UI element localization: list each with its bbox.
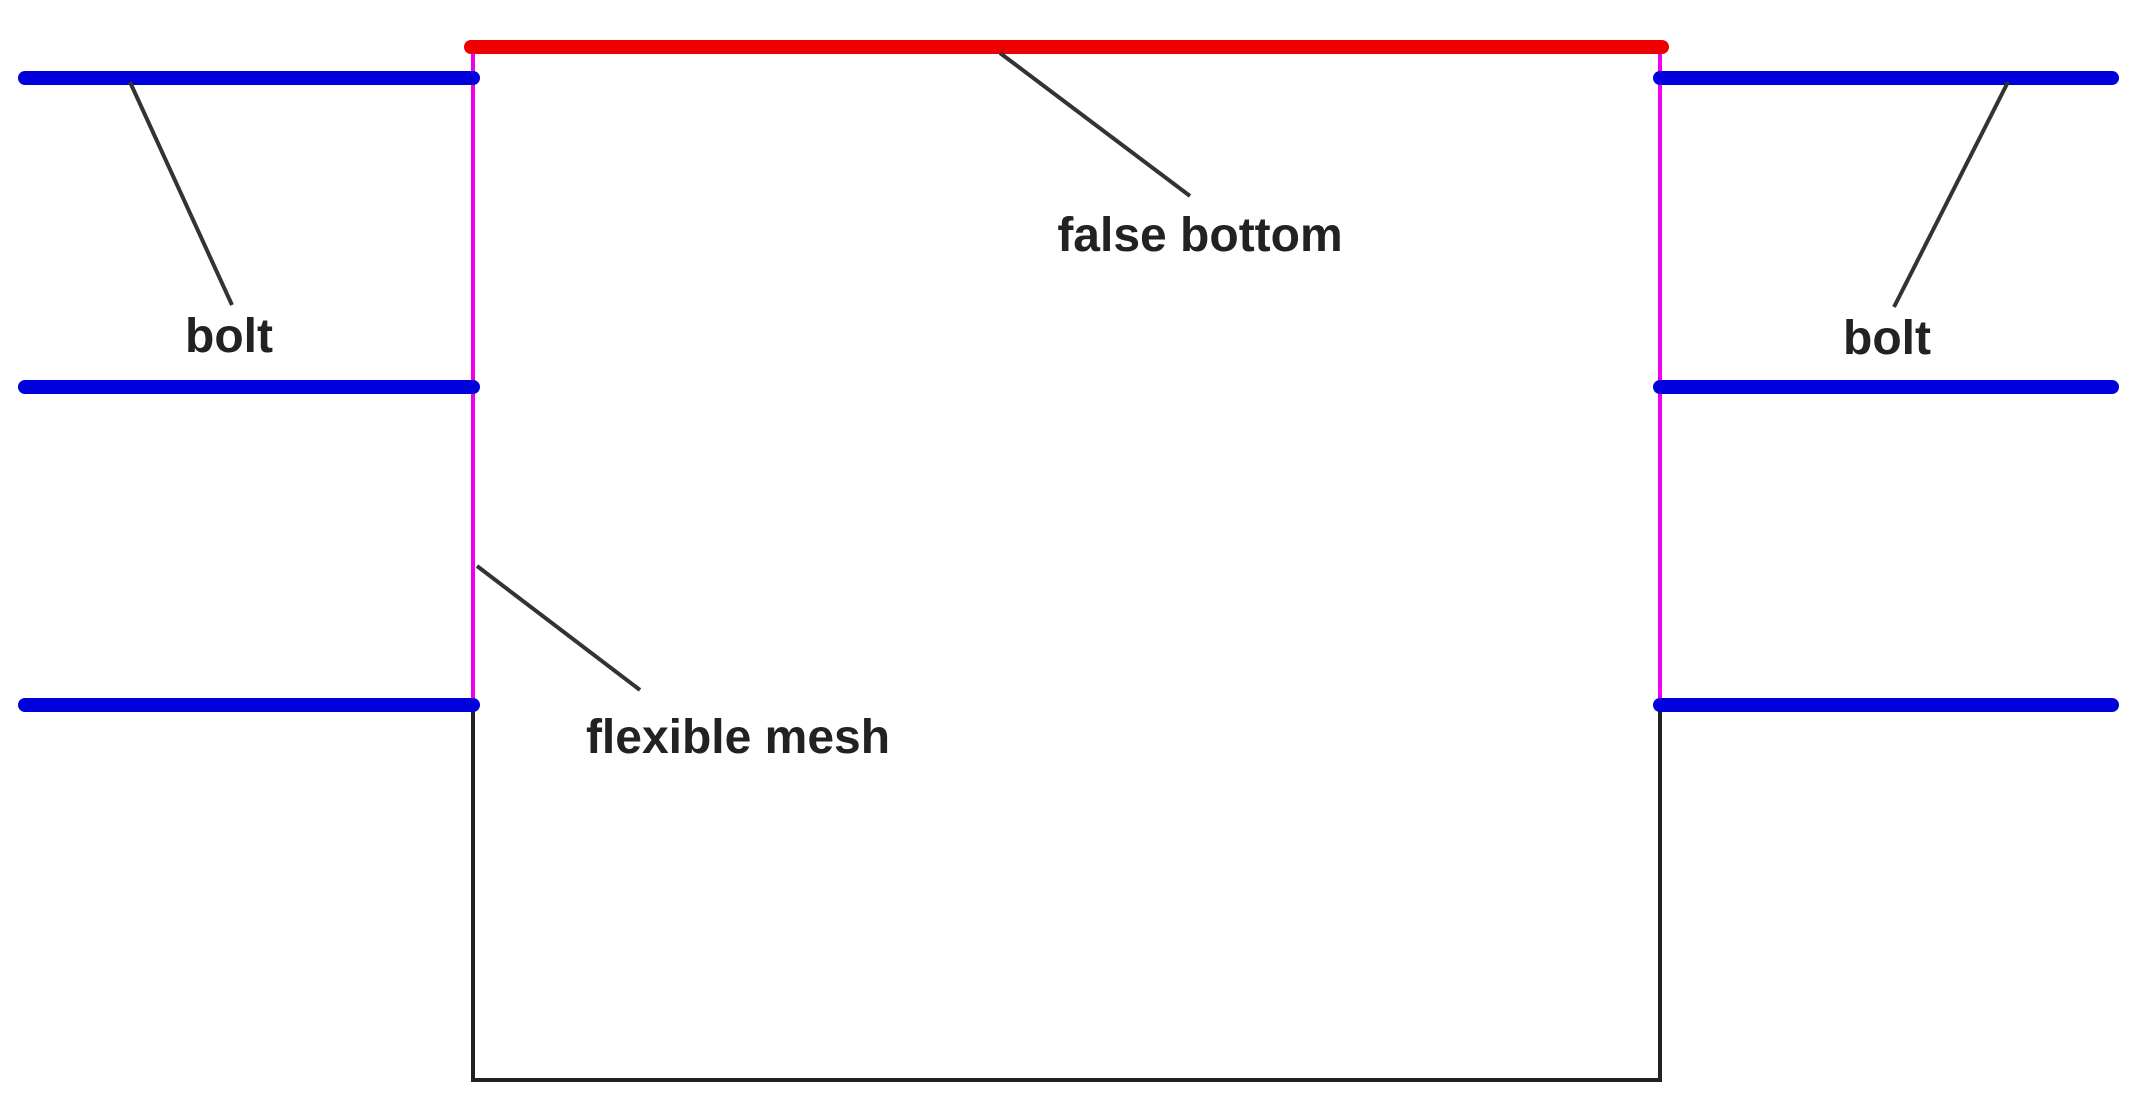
leader-line-bolt-left	[128, 81, 234, 306]
bolt-label-right: bolt	[1843, 312, 1931, 365]
leader-line-false-bottom	[998, 51, 1192, 198]
excavation-outline	[471, 705, 1662, 1082]
leader-line-bolt-right	[1892, 81, 2010, 308]
false-bottom-label: false bottom	[1057, 209, 1342, 262]
leader-line-flexible-mesh	[475, 564, 642, 692]
flexible-mesh-label: flexible mesh	[586, 711, 890, 764]
bolt-label-left: bolt	[185, 310, 273, 363]
